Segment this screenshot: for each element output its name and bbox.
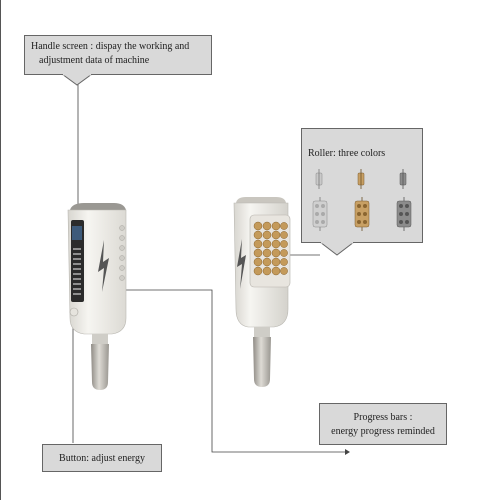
- handle-screen-callout-line1: Handle screen : dispay the working and: [31, 41, 190, 52]
- button-callout: Button: adjust energy: [42, 444, 162, 472]
- gold-roller: [253, 221, 288, 276]
- button-callout-label: Button: adjust energy: [59, 453, 145, 464]
- screen-callout-pointer: [62, 74, 92, 86]
- roller-color-samples: [312, 169, 412, 231]
- progress-bars-callout-line2: energy progress reminded: [331, 426, 435, 437]
- roller-callout: Roller: three colors: [301, 128, 423, 243]
- progress-bars-callout: Progress bars : energy progress reminded: [319, 403, 447, 445]
- progress-bars-callout-line1: Progress bars :: [353, 412, 413, 423]
- adjust-energy-button: [69, 307, 79, 317]
- roller-sample-large-dark: [396, 197, 412, 231]
- right-handle-device: [233, 197, 291, 387]
- roller-sample-small-dark: [399, 169, 407, 189]
- roller-sample-small-gold: [357, 169, 365, 189]
- roller-callout-pointer: [320, 242, 354, 256]
- progress-leader: [80, 289, 345, 453]
- progress-leader-arrow: [345, 449, 350, 455]
- roller-callout-title: Roller: three colors: [308, 148, 386, 159]
- roller-sample-large-silver: [312, 197, 328, 231]
- handle-screen-callout-line2: adjustment data of machine: [39, 55, 150, 66]
- handle-screen-callout: Handle screen : dispay the working and a…: [24, 35, 212, 75]
- left-handle-device: [67, 203, 127, 390]
- roller-sample-large-gold: [354, 197, 370, 231]
- roller-sample-small-silver: [315, 169, 323, 189]
- handle-screen: [71, 220, 84, 302]
